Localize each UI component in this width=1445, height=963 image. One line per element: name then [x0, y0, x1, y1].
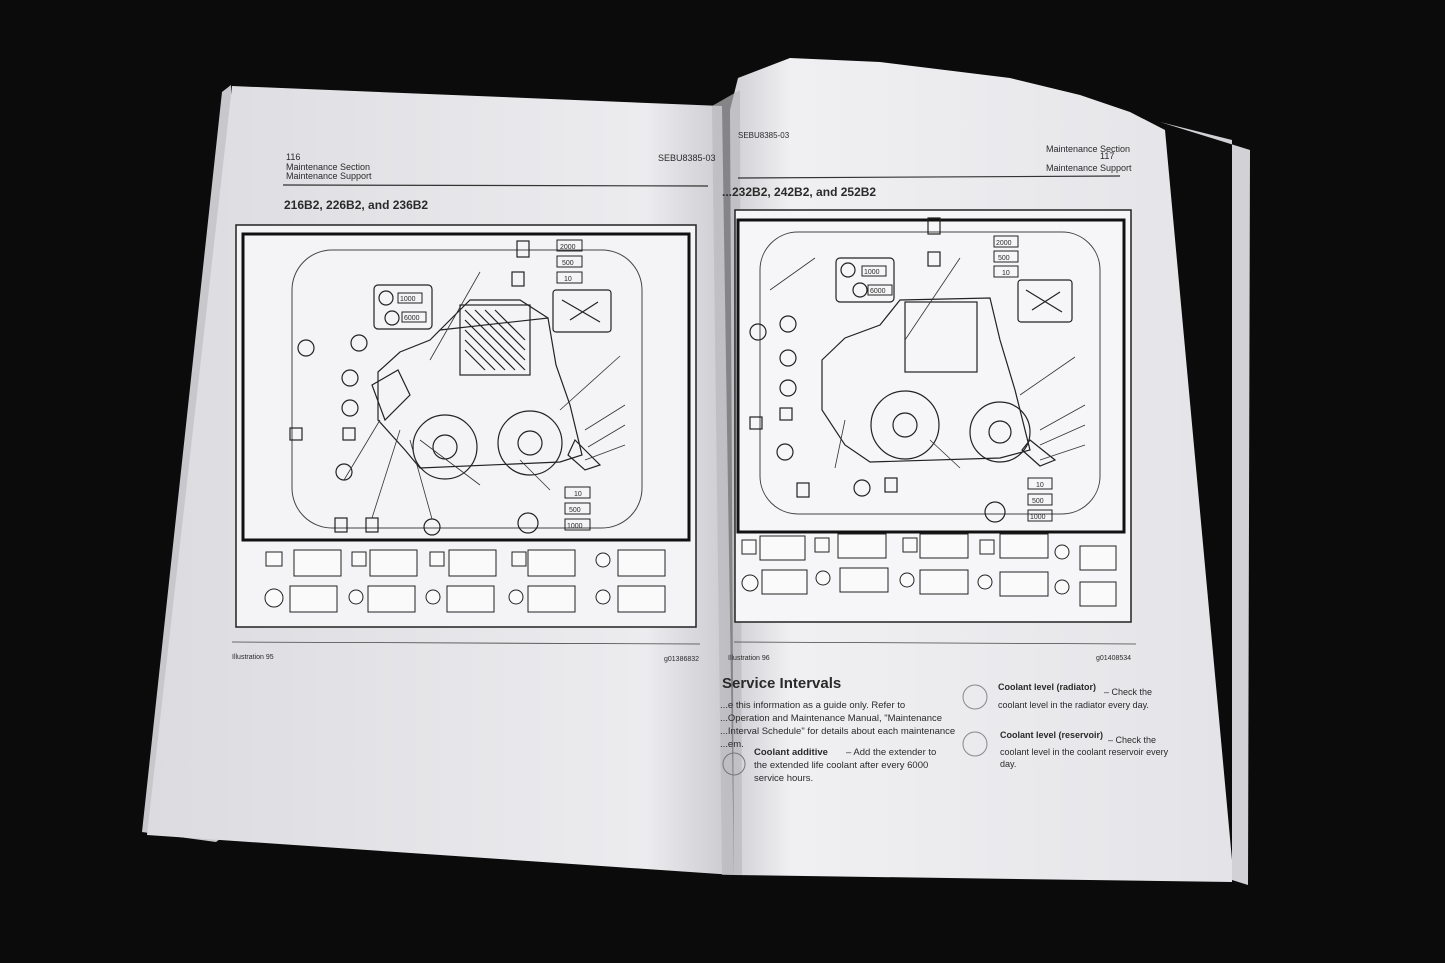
item-title: Coolant level (reservoir) [1000, 730, 1103, 740]
interval-label: 10 [1036, 482, 1044, 489]
left-doc-code: SEBU8385-03 [658, 153, 716, 163]
interval-labels: 2000 500 10 1000 6000 10 500 1000 [861, 235, 1053, 522]
radiator-coolant-icon [962, 684, 988, 710]
interval-label: 500 [1032, 498, 1044, 505]
leader-lines [343, 271, 626, 520]
interval-label: 1000 [400, 296, 416, 303]
interval-label: 10 [1002, 270, 1010, 277]
right-figure: 2000 500 10 1000 6000 10 500 1000 [734, 209, 1132, 623]
left-heading: 216B2, 226B2, and 236B2 [284, 198, 428, 212]
coolant-additive-icon [722, 752, 746, 776]
right-doc-code: SEBU8385-03 [738, 131, 790, 140]
right-caption: Illustration 96 [728, 655, 770, 662]
interval-label: 1000 [864, 269, 880, 276]
interval-label: 10 [574, 491, 582, 498]
item-text: coolant level in the coolant reservoir e… [1000, 747, 1169, 757]
right-page-number: 117 [1100, 151, 1114, 161]
right-page-stack [1160, 122, 1250, 885]
left-header-rule [282, 184, 709, 187]
item-text: – Add the extender to [846, 747, 936, 758]
left-footer-rule [231, 641, 701, 645]
interval-label: 2000 [996, 240, 1012, 247]
intro-line: ...Operation and Maintenance Manual, "Ma… [720, 713, 942, 724]
intro-line: ...Interval Schedule" for details about … [720, 726, 955, 737]
item-text: the extended life coolant after every 60… [754, 760, 928, 771]
item-text: day. [1000, 759, 1016, 769]
left-page-content: 116 Maintenance Section Maintenance Supp… [231, 152, 716, 663]
interval-labels: 2000 500 10 1000 6000 10 500 1000 [397, 239, 591, 531]
interval-label: 6000 [870, 288, 886, 295]
left-page-number: 116 [286, 152, 300, 162]
skid-steer-drawing [821, 297, 1057, 467]
interval-label: 2000 [560, 244, 576, 251]
interval-label: 500 [998, 255, 1010, 262]
service-intervals-heading: Service Intervals [722, 675, 841, 692]
left-caption: Illustration 95 [232, 654, 274, 661]
intro-line: ...em. [720, 739, 744, 750]
interval-label: 500 [569, 507, 581, 514]
item-text: service hours. [754, 773, 813, 784]
right-page-content: SEBU8385-03 117 Maintenance Section Main… [720, 131, 1169, 784]
interval-label: 1000 [567, 523, 583, 530]
item-title: Coolant additive [754, 747, 828, 758]
service-icons [289, 240, 612, 536]
item-text: – Check the [1108, 735, 1156, 745]
interval-label: 500 [562, 260, 574, 267]
leader-lines [769, 257, 1086, 469]
skid-steer-drawing [371, 299, 602, 480]
intro-line: ...e this information as a guide only. R… [720, 700, 905, 711]
item-text: – Check the [1104, 687, 1152, 697]
item-title: Coolant level (radiator) [998, 682, 1096, 692]
right-figure-code: g01408534 [1096, 655, 1131, 662]
left-section-title: Maintenance Section [286, 162, 370, 172]
left-figure: 2000 500 10 1000 6000 10 500 1000 [235, 224, 697, 628]
item-text: coolant level in the radiator every day. [998, 700, 1149, 710]
service-icons [749, 217, 1073, 523]
right-footer-rule [733, 641, 1137, 645]
legend-grid [264, 549, 666, 613]
right-section-title: Maintenance Section [1046, 144, 1130, 154]
right-heading: ...232B2, 242B2, and 252B2 [722, 185, 876, 199]
left-subsection-title: Maintenance Support [286, 171, 372, 181]
right-subsection-title: Maintenance Support [1046, 163, 1132, 173]
right-header-rule [737, 175, 1121, 179]
reservoir-coolant-icon [962, 731, 988, 757]
interval-label: 6000 [404, 315, 420, 322]
left-figure-code: g01386832 [664, 656, 699, 663]
legend-grid [741, 533, 1117, 607]
interval-label: 1000 [1030, 514, 1046, 521]
interval-label: 10 [564, 276, 572, 283]
